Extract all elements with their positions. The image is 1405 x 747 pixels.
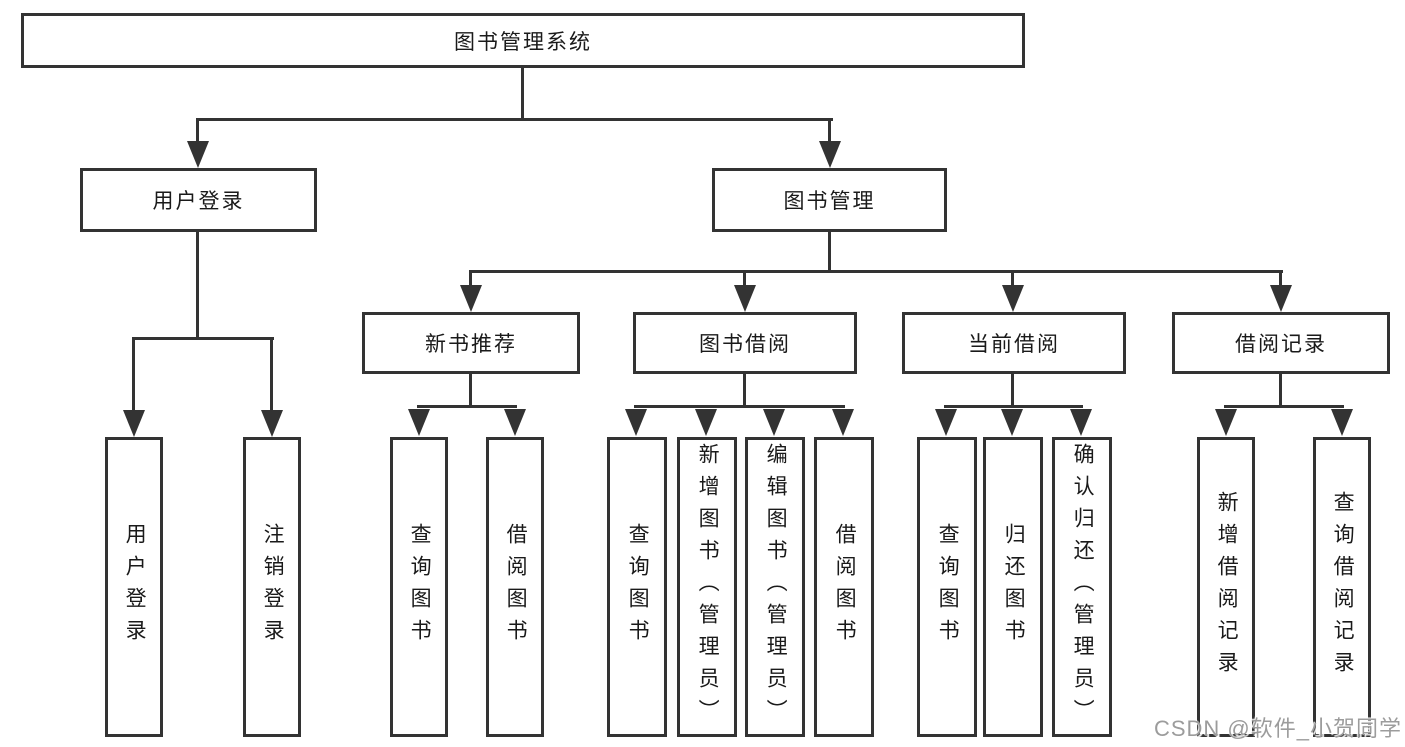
node-borrow-books-recommend: 借阅图书 [486,437,544,737]
connector-line [417,405,517,408]
connector-line [270,337,273,413]
arrowhead-down [1002,285,1024,312]
node-logout-label: 注销登录 [261,523,285,651]
node-confirm-return-admin-label: 确认归还（管理员） [1071,443,1095,731]
node-query-borrow-record: 查询借阅记录 [1313,437,1371,737]
node-user-login-action-label: 用户登录 [123,523,147,651]
arrowhead-down [935,409,957,436]
arrowhead-down [1270,285,1292,312]
node-user-login-action: 用户登录 [105,437,163,737]
node-borrow-books-label: 借阅图书 [833,523,857,651]
node-logout: 注销登录 [243,437,301,737]
node-query-books-recommend-label: 查询图书 [408,523,432,651]
connector-line [197,118,833,121]
node-confirm-return-admin: 确认归还（管理员） [1052,437,1112,737]
connector-line [634,405,845,408]
node-add-books-admin: 新增图书（管理员） [677,437,737,737]
connector-line [521,66,524,120]
node-query-books-borrowing-label: 查询图书 [626,523,650,651]
connector-line [1011,270,1014,288]
connector-line [469,270,472,288]
node-root-label: 图书管理系统 [454,30,592,54]
connector-line [743,270,746,288]
arrowhead-down [504,409,526,436]
node-new-book-recommendation: 新书推荐 [362,312,580,374]
arrowhead-down [625,409,647,436]
node-root: 图书管理系统 [21,13,1025,68]
connector-line [196,118,199,144]
node-current-borrowing: 当前借阅 [902,312,1126,374]
arrowhead-down [408,409,430,436]
connector-line [469,270,1283,273]
node-borrow-books-recommend-label: 借阅图书 [504,523,528,651]
arrowhead-down [695,409,717,436]
arrowhead-down [123,410,145,437]
connector-line [1011,374,1014,408]
arrowhead-down [187,141,209,168]
node-new-book-recommendation-label: 新书推荐 [425,333,517,356]
arrowhead-down [763,409,785,436]
node-query-books-current: 查询图书 [917,437,977,737]
node-edit-books-admin-label: 编辑图书（管理员） [764,443,788,731]
arrowhead-down [460,285,482,312]
connector-line [1279,374,1282,408]
node-query-books-recommend: 查询图书 [390,437,448,737]
connector-line [196,232,199,340]
node-borrowing-records-label: 借阅记录 [1235,333,1327,356]
node-book-management: 图书管理 [712,168,947,232]
node-add-borrow-record-label: 新增借阅记录 [1215,491,1239,683]
connector-line [743,374,746,408]
node-query-books-current-label: 查询图书 [936,523,960,651]
node-edit-books-admin: 编辑图书（管理员） [745,437,805,737]
node-return-books: 归还图书 [983,437,1043,737]
arrowhead-down [832,409,854,436]
connector-line [828,118,831,144]
node-book-borrowing: 图书借阅 [633,312,857,374]
node-user-login: 用户登录 [80,168,317,232]
node-borrow-books: 借阅图书 [814,437,874,737]
node-query-borrow-record-label: 查询借阅记录 [1331,491,1355,683]
node-current-borrowing-label: 当前借阅 [968,333,1060,356]
node-query-books-borrowing: 查询图书 [607,437,667,737]
arrowhead-down [1070,409,1092,436]
node-return-books-label: 归还图书 [1002,523,1026,651]
connector-line [1279,270,1282,288]
connector-line [1224,405,1344,408]
node-borrowing-records: 借阅记录 [1172,312,1390,374]
arrowhead-down [734,285,756,312]
arrowhead-down [1001,409,1023,436]
node-book-management-label: 图书管理 [783,190,876,213]
node-book-borrowing-label: 图书借阅 [699,333,791,356]
connector-line [944,405,1083,408]
connector-line [132,337,274,340]
node-user-login-label: 用户登录 [152,190,245,213]
arrowhead-down [1331,409,1353,436]
arrowhead-down [261,410,283,437]
connector-line [828,232,831,273]
arrowhead-down [1215,409,1237,436]
node-add-books-admin-label: 新增图书（管理员） [696,443,720,731]
node-add-borrow-record: 新增借阅记录 [1197,437,1255,737]
connector-line [132,337,135,413]
arrowhead-down [819,141,841,168]
connector-line [469,374,472,408]
watermark: CSDN @软件_小贺同学 [1153,716,1402,741]
